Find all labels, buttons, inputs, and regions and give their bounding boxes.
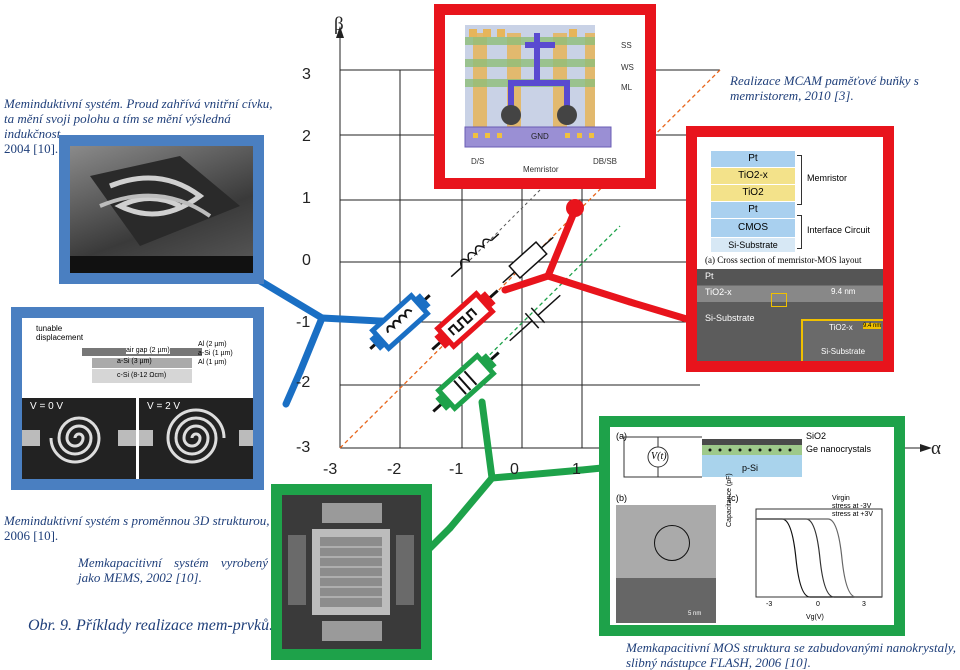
- resistor-symbol: [502, 236, 554, 284]
- x-tick: 1: [572, 461, 581, 478]
- mcam-layout: SS WS ML GND D/S Memristor DB/SB: [445, 15, 645, 178]
- y-tick: 1: [302, 190, 311, 207]
- tem-nanocrystal: [616, 505, 716, 623]
- blue-meminductor: [369, 292, 431, 352]
- red-y-connector: [501, 206, 634, 306]
- frame-mcam: SS WS ML GND D/S Memristor DB/SB: [434, 4, 656, 189]
- y-tick: 0: [302, 252, 311, 269]
- red-memristor: [431, 289, 499, 351]
- tem-image: Pt TiO2-x Si-Substrate 9.4 nm TiO2-x 9.4…: [697, 269, 883, 361]
- capacitor-symbol: [509, 294, 561, 342]
- frame-meminductor-3d: tunable displacement air gap (2 µm) a-Si…: [11, 307, 264, 490]
- green-memcapacitor: [432, 351, 500, 413]
- caption-meminductor-coil: Meminduktivní systém. Proud zahřívá vnit…: [4, 96, 273, 156]
- caption-mcam: Realizace MCAM paměťové buňky s memristo…: [730, 73, 919, 103]
- caption-meminductor-3d: Meminduktivní systém s proměnnou 3D stru…: [4, 513, 270, 543]
- y-axis-arrow: [336, 26, 344, 38]
- sem-photo-coil: [70, 146, 253, 273]
- y-tick: 3: [302, 66, 311, 83]
- memristor-stack: Pt TiO2-x TiO2 Pt CMOS Si-Substrate Memr…: [697, 137, 883, 361]
- x-tick: 0: [510, 461, 519, 478]
- y-tick: -2: [296, 374, 311, 391]
- y-tick: -1: [296, 314, 311, 331]
- sem-photo-mems: [282, 495, 421, 649]
- inductor-symbol: [450, 233, 500, 278]
- y-axis-symbol: β: [334, 14, 344, 35]
- y-tick: 2: [302, 128, 311, 145]
- sem-spiral-2v: V = 2 V: [139, 398, 253, 479]
- x-axis-symbol: α: [931, 438, 941, 459]
- green-y-connector: [446, 398, 586, 532]
- y-tick: -3: [296, 439, 311, 456]
- x-tick: -1: [449, 461, 464, 478]
- mos-figure: (a) V(t) SiO2 Ge nanocrystals p-Si (b) (…: [610, 427, 894, 625]
- caption-mos: Memkapacitivní MOS struktura se zabudova…: [626, 640, 956, 670]
- sem-spiral-0v: V = 0 V: [22, 398, 136, 479]
- frame-memcapacitor-mos: (a) V(t) SiO2 Ge nanocrystals p-Si (b) (…: [599, 416, 905, 636]
- frame-memristor-cross-section: Pt TiO2-x TiO2 Pt CMOS Si-Substrate Memr…: [686, 126, 894, 372]
- layer-diagram: tunable displacement air gap (2 µm) a-Si…: [22, 318, 253, 396]
- frame-memcapacitor-mems: [271, 484, 432, 660]
- figure-caption: Obr. 9. Příklady realizace mem-prvků.: [28, 617, 274, 634]
- cv-curve-plot: [755, 508, 883, 598]
- frame-meminductor-coil: [59, 135, 264, 284]
- caption-memcapacitor-mems: Memkapacitivní systém vyrobený jako MEMS…: [78, 555, 268, 585]
- x-axis-arrow: [920, 444, 932, 452]
- x-tick: -2: [387, 461, 402, 478]
- red-node: [566, 199, 584, 217]
- label-tunable: tunable displacement: [36, 324, 84, 342]
- x-tick: -3: [323, 461, 338, 478]
